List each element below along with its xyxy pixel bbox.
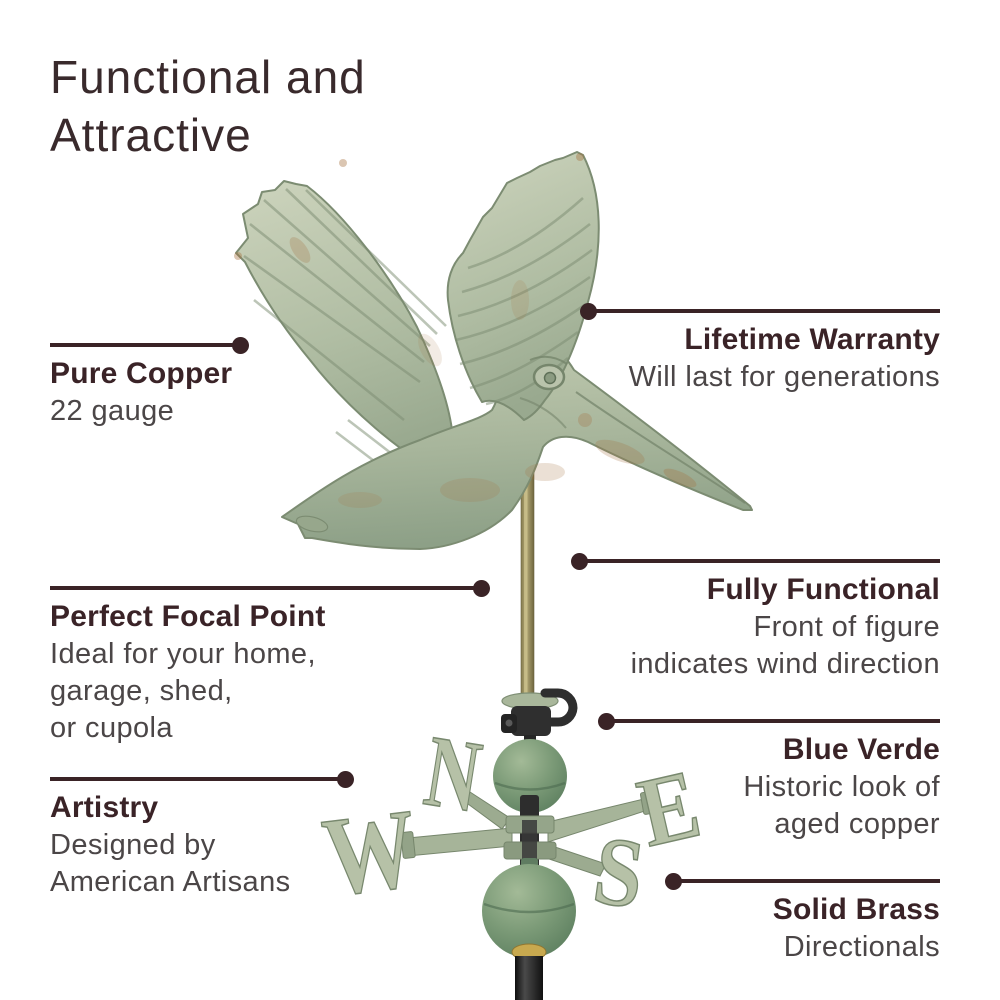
beak-separation-line: [575, 391, 746, 504]
jaw-line: [519, 397, 567, 429]
callout-pure-copper: Pure Copper 22 gauge: [50, 336, 249, 430]
pelican-body: [281, 342, 753, 550]
pelican-figure: [234, 151, 753, 550]
callout-line: [50, 336, 249, 354]
callout-text-line: Directionals: [783, 931, 940, 963]
callout-text: Blue Verde Historic look of aged copper: [606, 723, 940, 843]
callout-line: [50, 579, 490, 597]
callout-text-line: aged copper: [774, 808, 940, 840]
callout-text-line: indicates wind direction: [630, 648, 940, 680]
callout-dot-icon: [337, 770, 354, 788]
page-title-line2: Attractive: [50, 109, 252, 161]
callout-dot-icon: [473, 579, 490, 597]
callout-text: Solid Brass Directionals: [673, 883, 940, 966]
callout-perfect-focal-point: Perfect Focal Point Ideal for your home,…: [50, 579, 490, 747]
callout-text-line: Ideal for your home,: [50, 638, 316, 670]
small-ball: [493, 739, 567, 813]
callout-solid-brass: Solid Brass Directionals: [665, 872, 940, 966]
pelican-far-wing: [235, 180, 457, 483]
pelican-pupil: [543, 371, 557, 385]
callout-heading: Solid Brass: [772, 893, 940, 926]
spindle-assembly: W N E S: [316, 454, 710, 1000]
hub-pin: [522, 820, 537, 860]
pelican-head-details: [519, 355, 746, 504]
callout-text: Perfect Focal Point Ideal for your home,…: [50, 590, 480, 747]
large-ball-seam: [483, 902, 575, 914]
page-title-line1: Functional and: [50, 51, 366, 103]
west-arm-cap: [400, 831, 416, 859]
callout-dot-icon: [598, 712, 615, 730]
callout-text-line: garage, shed,: [50, 675, 233, 707]
callout-text: Fully Functional Front of figure indicat…: [579, 563, 940, 683]
page-title: Functional and Attractive: [50, 48, 366, 164]
callout-dot-icon: [665, 872, 682, 890]
callout-line: [571, 552, 940, 570]
callout-heading: Fully Functional: [706, 573, 940, 606]
pelican-brow-line: [529, 355, 568, 365]
clamp-bolt: [505, 719, 513, 727]
black-mast: [515, 956, 543, 1000]
brass-rod-highlight: [524, 455, 528, 700]
callout-line: [598, 712, 940, 730]
clamp-loop-handle: [540, 688, 578, 727]
letter-west: W: [317, 786, 423, 920]
callout-text: Artistry Designed by American Artisans: [50, 781, 480, 901]
callout-line: [580, 302, 940, 320]
callout-text: Lifetime Warranty Will last for generati…: [588, 313, 940, 396]
callout-text-line: Front of figure: [753, 611, 940, 643]
far-wing-feather-lines: [243, 188, 447, 466]
callout-blue-verde: Blue Verde Historic look of aged copper: [598, 712, 940, 843]
callout-lifetime-warranty: Lifetime Warranty Will last for generati…: [580, 302, 940, 396]
callout-line: [50, 770, 354, 788]
callout-heading: Lifetime Warranty: [684, 323, 940, 356]
callout-text-line: Designed by: [50, 829, 216, 861]
callout-fully-functional: Fully Functional Front of figure indicat…: [571, 552, 940, 683]
callout-dot-icon: [232, 336, 249, 354]
callout-text-line: American Artisans: [50, 866, 291, 898]
east-arm-cap: [639, 790, 656, 815]
callout-text: Pure Copper 22 gauge: [50, 347, 480, 430]
small-ball-seam: [494, 781, 566, 791]
callout-heading: Artistry: [50, 791, 159, 824]
callout-heading: Pure Copper: [50, 357, 233, 390]
callout-line: [665, 872, 940, 890]
rust-patina-spots: [234, 153, 697, 508]
callout-text-line: or cupola: [50, 712, 173, 744]
callout-dot-icon: [580, 302, 597, 320]
pelican-foot: [295, 515, 329, 533]
callout-text-line: 22 gauge: [50, 395, 175, 427]
mounting-clamp: [511, 706, 551, 736]
callout-heading: Blue Verde: [782, 733, 940, 766]
near-wing-feather-lines: [455, 197, 593, 406]
callout-text-line: Historic look of: [743, 771, 940, 803]
callout-artistry: Artistry Designed by American Artisans: [50, 770, 354, 901]
callout-heading: Perfect Focal Point: [50, 600, 326, 633]
callout-text-line: Will last for generations: [628, 361, 940, 393]
callout-dot-icon: [571, 552, 588, 570]
